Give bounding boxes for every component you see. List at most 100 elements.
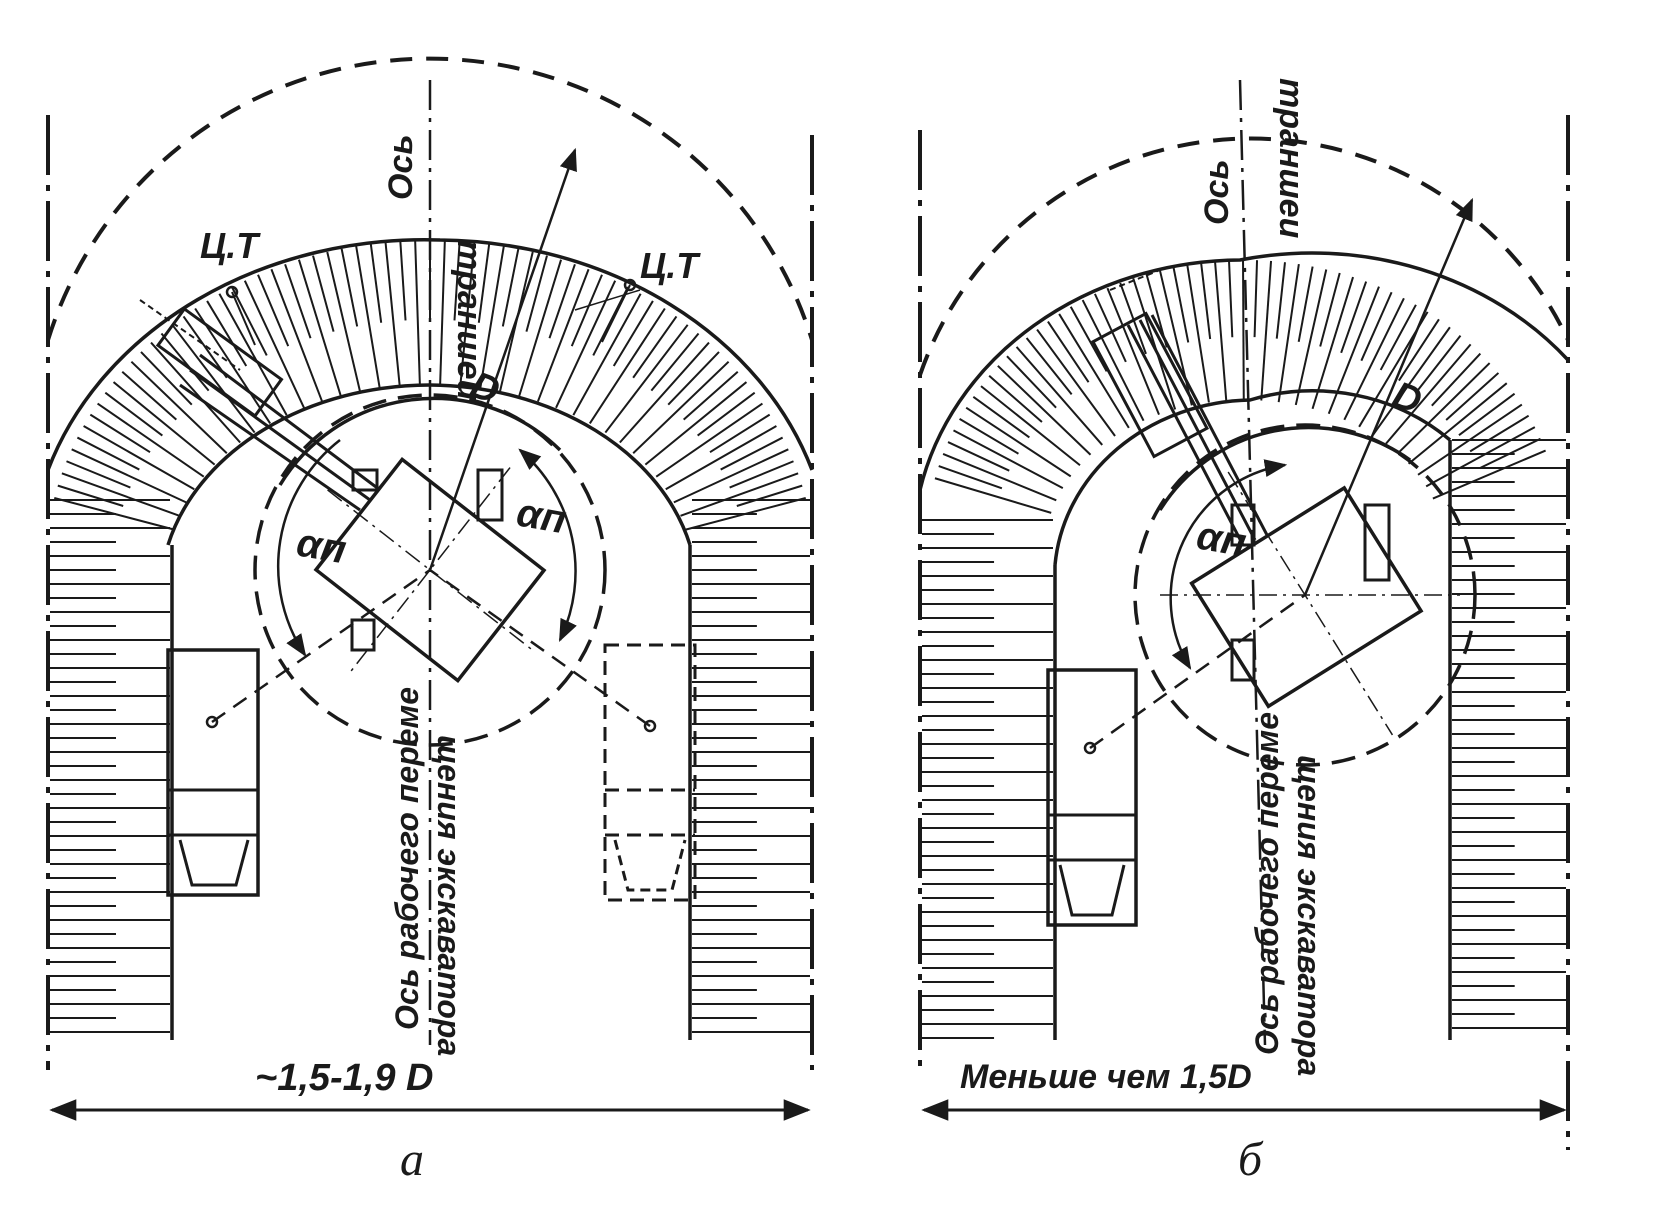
hatch-stroke — [1360, 291, 1393, 362]
hatch-stroke — [525, 255, 548, 332]
hatch-stroke — [76, 436, 140, 471]
panel-b-trench-axis-label-2: траншеи — [1272, 78, 1310, 239]
hatch-stroke — [1343, 297, 1405, 421]
panel-a-spoil-band — [46, 237, 814, 546]
hatch-stroke — [1081, 299, 1145, 422]
hatch-stroke — [1025, 337, 1073, 395]
hatch-stroke — [1242, 260, 1245, 401]
hatch-stroke — [1275, 262, 1286, 339]
hatch-stroke — [604, 324, 689, 434]
hatch-stroke — [1119, 282, 1147, 355]
hatch-stroke — [1069, 306, 1108, 372]
hatch-stroke — [270, 268, 324, 402]
hatch-stroke — [1036, 328, 1116, 437]
hatch-stroke — [284, 263, 312, 339]
hatch-stroke — [619, 341, 710, 444]
hatch-stroke — [1186, 264, 1210, 403]
hatch-stroke — [972, 395, 1030, 439]
hatch-stroke — [1340, 281, 1368, 354]
panel-a-boom — [139, 299, 381, 512]
hatch-stroke — [536, 268, 590, 402]
hatch-stroke — [1047, 320, 1090, 383]
hatch-stroke — [592, 286, 629, 356]
hatch-stroke — [1379, 304, 1417, 371]
hatch-stroke — [57, 484, 124, 507]
hatch-stroke — [257, 274, 290, 347]
hatch-stroke — [980, 385, 1081, 467]
panel-a-diameter-arrow — [428, 147, 577, 571]
panel-b-trench-axis-label-1: Ось — [1198, 159, 1236, 225]
hatch-stroke — [399, 240, 407, 321]
hatch-stroke — [988, 375, 1043, 423]
hatch-stroke — [439, 240, 446, 386]
panel-b-trench-axis — [1238, 79, 1267, 1046]
hatch-stroke — [1297, 266, 1314, 342]
hatch-stroke — [1385, 343, 1472, 445]
hatch-stroke — [997, 365, 1092, 456]
panel-b: D αп Ось траншеи Ось рабочего переме щен… — [918, 78, 1570, 1186]
hatch-stroke — [150, 341, 241, 444]
hatch-stroke — [683, 370, 739, 421]
hatch-stroke — [97, 402, 205, 478]
panel-a-excavator-body — [313, 456, 547, 684]
hatch-stroke — [160, 332, 210, 392]
hatch-stroke — [673, 448, 789, 504]
panel-a-slewing-circle — [253, 393, 607, 747]
panel-b-travel-axis-label-1: Ось рабочего переме — [1249, 712, 1285, 1055]
hatch-stroke — [1415, 334, 1462, 394]
hatch-stroke — [231, 286, 268, 356]
hatch-stroke — [369, 243, 383, 323]
panel-a-angle-arc-right — [518, 448, 577, 643]
panel-b-right-wall — [1448, 439, 1566, 1040]
hatch-stroke — [632, 315, 678, 379]
panel-b-angle-arc — [1169, 459, 1288, 670]
hatch-stroke — [71, 448, 187, 504]
hatch-stroke — [1253, 260, 1259, 338]
hatch-stroke — [297, 259, 342, 397]
hatch-stroke — [655, 402, 763, 478]
panel-a-truck-left — [166, 648, 260, 897]
hatch-stroke — [665, 425, 777, 491]
hatch-stroke — [1093, 293, 1127, 363]
panel-a-track-left — [351, 468, 379, 492]
hatch-stroke — [965, 406, 1072, 478]
hatch-stroke — [644, 381, 748, 466]
hatch-stroke — [612, 300, 654, 367]
panel-a-trench-axis-label-2: траншеи — [450, 240, 488, 401]
panel-a-angle-label-left: αп — [293, 521, 349, 573]
panel-a-cg-label-left: Ц.Т — [200, 225, 261, 266]
hatch-stroke — [479, 245, 505, 389]
hatch-stroke — [112, 381, 216, 466]
hatch-stroke — [1200, 262, 1212, 340]
hatch-stroke — [1058, 313, 1130, 429]
panel-b-spoil-band — [918, 251, 1570, 566]
hatch-stroke — [453, 240, 461, 321]
panel-a-cg-label-right: Ц.Т — [640, 245, 701, 286]
hatch-stroke — [66, 460, 131, 489]
panel-b-reach-arc — [918, 136, 1570, 376]
hatch-stroke — [1294, 269, 1328, 406]
hatch-stroke — [555, 280, 617, 409]
panel-b-travel-axis-label-2: щения экскаватора — [1291, 755, 1327, 1076]
panel-b-diameter-arrow — [1303, 197, 1474, 596]
hatch-stroke — [570, 274, 603, 347]
hatch-stroke — [1015, 346, 1103, 446]
hatch-stroke — [1214, 261, 1228, 401]
hatch-stroke — [697, 391, 756, 437]
hatch-stroke — [89, 413, 151, 454]
panel-a-angle-label-right: αп — [513, 491, 569, 543]
hatch-stroke — [1006, 355, 1057, 409]
panel-b-slewing-circle — [1133, 423, 1477, 767]
hatch-stroke — [83, 425, 195, 491]
panel-b-left-wall — [922, 519, 1057, 1040]
hatch-stroke — [1172, 267, 1190, 343]
hatch-stroke — [206, 300, 248, 367]
hatch-stroke — [1277, 263, 1300, 403]
hatch-stroke — [121, 370, 177, 421]
hatch-stroke — [414, 240, 421, 386]
hatch-stroke — [1425, 426, 1536, 488]
hatch-stroke — [632, 360, 730, 454]
panel-a-truck-right — [603, 643, 697, 902]
hatch-stroke — [518, 259, 563, 397]
hatch-stroke — [650, 332, 700, 392]
